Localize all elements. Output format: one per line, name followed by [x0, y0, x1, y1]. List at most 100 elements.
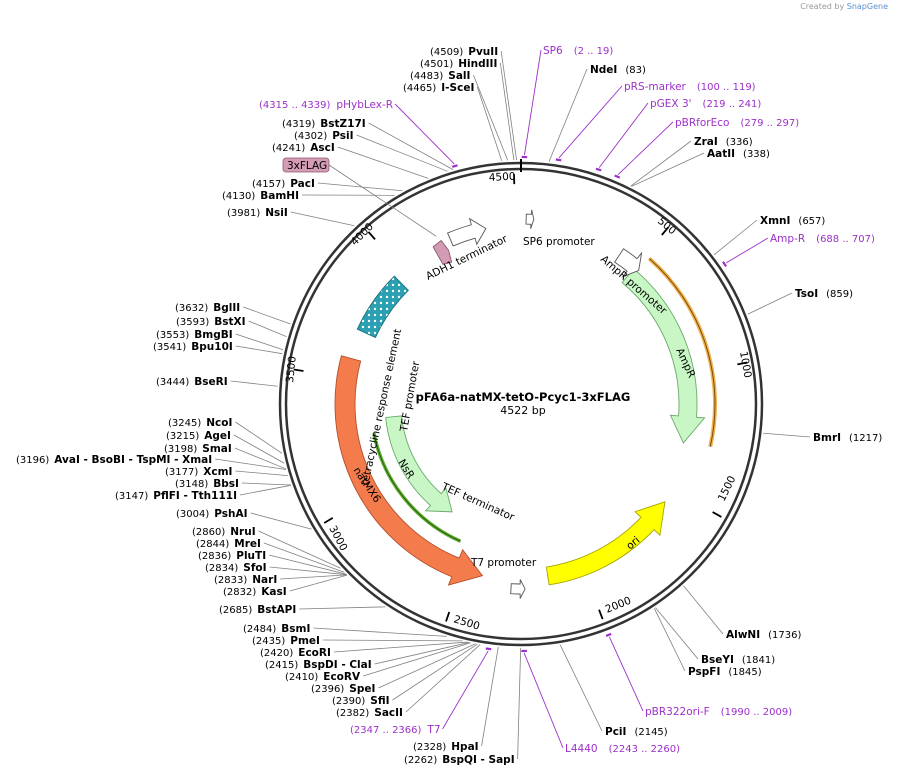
enzyme-bspqi-sapi[interactable]: (2262)BspQI - SapI — [404, 754, 515, 766]
enzyme-tsoi[interactable]: (859)TsoI — [795, 288, 853, 300]
enzyme-spei[interactable]: (2396)SpeI — [311, 683, 375, 695]
primer-pgex-3[interactable]: pGEX 3'(219 .. 241) — [650, 98, 761, 110]
enzyme-leader — [313, 627, 447, 637]
enzyme-position: (3148) — [175, 479, 208, 490]
nsr-arrow — [385, 415, 453, 513]
primer-site-mark — [451, 164, 458, 168]
enzyme-position: (4465) — [403, 83, 436, 94]
enzyme-sali[interactable]: (4483)SalI — [410, 70, 470, 82]
enzyme-position: (2420) — [260, 648, 293, 659]
enzyme-i-scei[interactable]: (4465)I-SceI — [403, 82, 474, 94]
enzyme-position: (336) — [726, 137, 753, 148]
enzyme-nrui[interactable]: (2860)NruI — [192, 526, 256, 538]
enzyme-bpu10i[interactable]: (3541)Bpu10I — [153, 341, 233, 353]
enzyme-bamhi[interactable]: (4130)BamHI — [222, 190, 299, 202]
enzyme-bstapi[interactable]: (2685)BstAPI — [219, 604, 296, 616]
enzyme-kasi[interactable]: (2832)KasI — [223, 586, 287, 598]
enzyme-pcii[interactable]: (2145)PciI — [605, 726, 668, 738]
enzyme-bstz17i[interactable]: (4319)BstZ17I — [282, 118, 366, 130]
enzyme-name: BbsI — [213, 478, 239, 490]
enzyme-ecori[interactable]: (2420)EcoRI — [260, 647, 331, 659]
tick-label-4000: 4000 — [349, 221, 376, 248]
enzyme-xmni[interactable]: (657)XmnI — [760, 215, 825, 227]
enzyme-bmgbi[interactable]: (3553)BmgBI — [156, 329, 233, 341]
enzyme-nsii[interactable]: (3981)NsiI — [227, 207, 288, 219]
enzyme-leader — [392, 643, 478, 701]
primer-t7[interactable]: (2347 .. 2366)T7 — [350, 724, 441, 736]
enzyme-bmri[interactable]: (1217) BmrI — [813, 432, 882, 444]
primer-name: T7 — [426, 724, 440, 736]
enzyme-bsmi[interactable]: (2484)BsmI — [243, 623, 310, 635]
enzyme-leader — [258, 530, 341, 569]
enzyme-leader — [248, 320, 287, 337]
ampr-promoter-arrow — [614, 248, 643, 278]
primer-l4440[interactable]: L4440(2243 .. 2260) — [565, 743, 680, 755]
enzyme-position: (2328) — [413, 742, 446, 753]
enzyme-sacii[interactable]: (2382)SacII — [336, 707, 403, 719]
enzyme-pvuii[interactable]: (4509)PvuII — [430, 46, 498, 58]
enzyme-name: BmgBI — [194, 329, 232, 341]
enzyme-aatii[interactable]: (338)AatII — [707, 148, 770, 160]
ampr-arrow — [621, 268, 706, 444]
enzyme-xcmi[interactable]: (3177)XcmI — [165, 466, 232, 478]
enzyme-bglii[interactable]: (3632)BglII — [175, 302, 240, 314]
enzyme-asci[interactable]: (4241)AscI — [272, 142, 335, 154]
enzyme-ecorv[interactable]: (2410)EcoRV — [285, 671, 361, 683]
enzyme-nari[interactable]: (2833)NarI — [214, 574, 277, 586]
feature-arrows — [334, 209, 717, 599]
primer-prs-marker[interactable]: pRS-marker(100 .. 119) — [624, 81, 756, 93]
enzyme-alwni[interactable]: (1736)AlwNI — [726, 629, 801, 641]
enzyme-smai[interactable]: (3198)SmaI — [164, 443, 232, 455]
enzyme-pluti[interactable]: (2836)PluTI — [198, 550, 266, 562]
enzyme-leader — [280, 574, 347, 580]
enzyme-zrai[interactable]: (336)ZraI — [694, 136, 753, 148]
primer-pbr322ori-f[interactable]: pBR322ori-F(1990 .. 2009) — [645, 706, 792, 718]
enzyme-bbsi[interactable]: (3148) BbsI — [175, 478, 239, 490]
primer-phyblex-r[interactable]: (4315 .. 4339)pHybLex-R — [259, 99, 393, 111]
enzyme-ndei[interactable]: (83)NdeI — [590, 64, 646, 76]
enzyme-position: (4241) — [272, 143, 305, 154]
enzyme-bstxi[interactable]: (3593)BstXI — [176, 316, 246, 328]
enzyme-hpai[interactable]: (2328)HpaI — [413, 741, 479, 753]
enzyme-name: NcoI — [206, 417, 232, 429]
primer-range: (2243 .. 2260) — [609, 744, 681, 755]
enzyme-leader — [239, 484, 292, 496]
enzyme-ncoi[interactable]: (3245) NcoI — [168, 417, 232, 429]
enzyme-sfoi[interactable]: (2834)SfoI — [205, 562, 267, 574]
primer-amp-r[interactable]: Amp-R(688 .. 707) — [770, 233, 875, 245]
enzyme-bspdi-clai[interactable]: (2415)BspDI - ClaI — [265, 659, 372, 671]
enzyme-leader — [233, 434, 285, 464]
primer-pbrforeco[interactable]: pBRforEco(279 .. 297) — [675, 117, 799, 129]
enzyme-leader — [548, 68, 588, 162]
enzyme-pmei[interactable]: (2435)PmeI — [252, 635, 320, 647]
enzyme-name: SpeI — [349, 683, 375, 695]
primer-name: pBR322ori-F — [645, 706, 710, 718]
enzyme-mrei[interactable]: (2844)MreI — [196, 538, 261, 550]
enzyme-pshai[interactable]: (3004)PshAI — [176, 508, 248, 520]
enzyme-position: (3245) — [168, 418, 201, 429]
enzyme-leader — [378, 643, 476, 689]
enzyme-psii[interactable]: (4302)PsiI — [294, 130, 354, 142]
enzyme-hindiii[interactable]: (4501)HindIII — [420, 58, 497, 70]
enzyme-bseyi[interactable]: (1841)BseYI — [701, 654, 775, 666]
tick-label-3500: 3500 — [284, 355, 299, 383]
primer-site-mark — [605, 632, 612, 637]
enzyme-paci[interactable]: (4157)PacI — [252, 178, 315, 190]
primer-sp6[interactable]: SP6(2 .. 19) — [543, 45, 613, 57]
primer-leader — [442, 650, 489, 730]
enzyme-bseri[interactable]: (3444)BseRI — [156, 376, 228, 388]
enzyme-position: (2145) — [634, 727, 667, 738]
tef-terminator-label: TEF terminator — [439, 480, 517, 523]
ampr-orf-strand-core — [648, 258, 716, 447]
enzyme-position: (1217) — [849, 433, 882, 444]
enzyme-pflfi-tth111i[interactable]: (3147)PflFI - Tth111I — [115, 490, 237, 502]
enzyme-sfii[interactable]: (2390)SfiI — [332, 695, 390, 707]
adh1-terminator-arrow — [446, 217, 487, 247]
enzyme-pspfi[interactable]: (1845)PspFI — [688, 666, 762, 678]
enzyme-position: (2836) — [198, 551, 231, 562]
enzyme-name: BmrI — [813, 432, 841, 444]
tick-mark-2500 — [445, 611, 451, 622]
enzyme-agei[interactable]: (3215)AgeI — [166, 430, 231, 442]
enzyme-leader — [362, 642, 471, 677]
enzyme-avai-bsobi-tspmi-xmai[interactable]: (3196)AvaI - BsoBI - TspMI - XmaI — [16, 454, 212, 466]
